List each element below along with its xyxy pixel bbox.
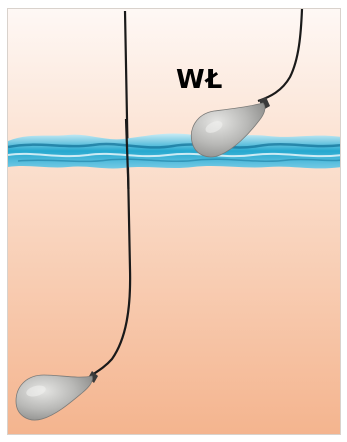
- switch-state-label: WŁ: [176, 65, 223, 95]
- diagram-panel: WŁ: [7, 8, 341, 435]
- water-surface: [8, 134, 341, 169]
- diagram-canvas: [8, 9, 341, 435]
